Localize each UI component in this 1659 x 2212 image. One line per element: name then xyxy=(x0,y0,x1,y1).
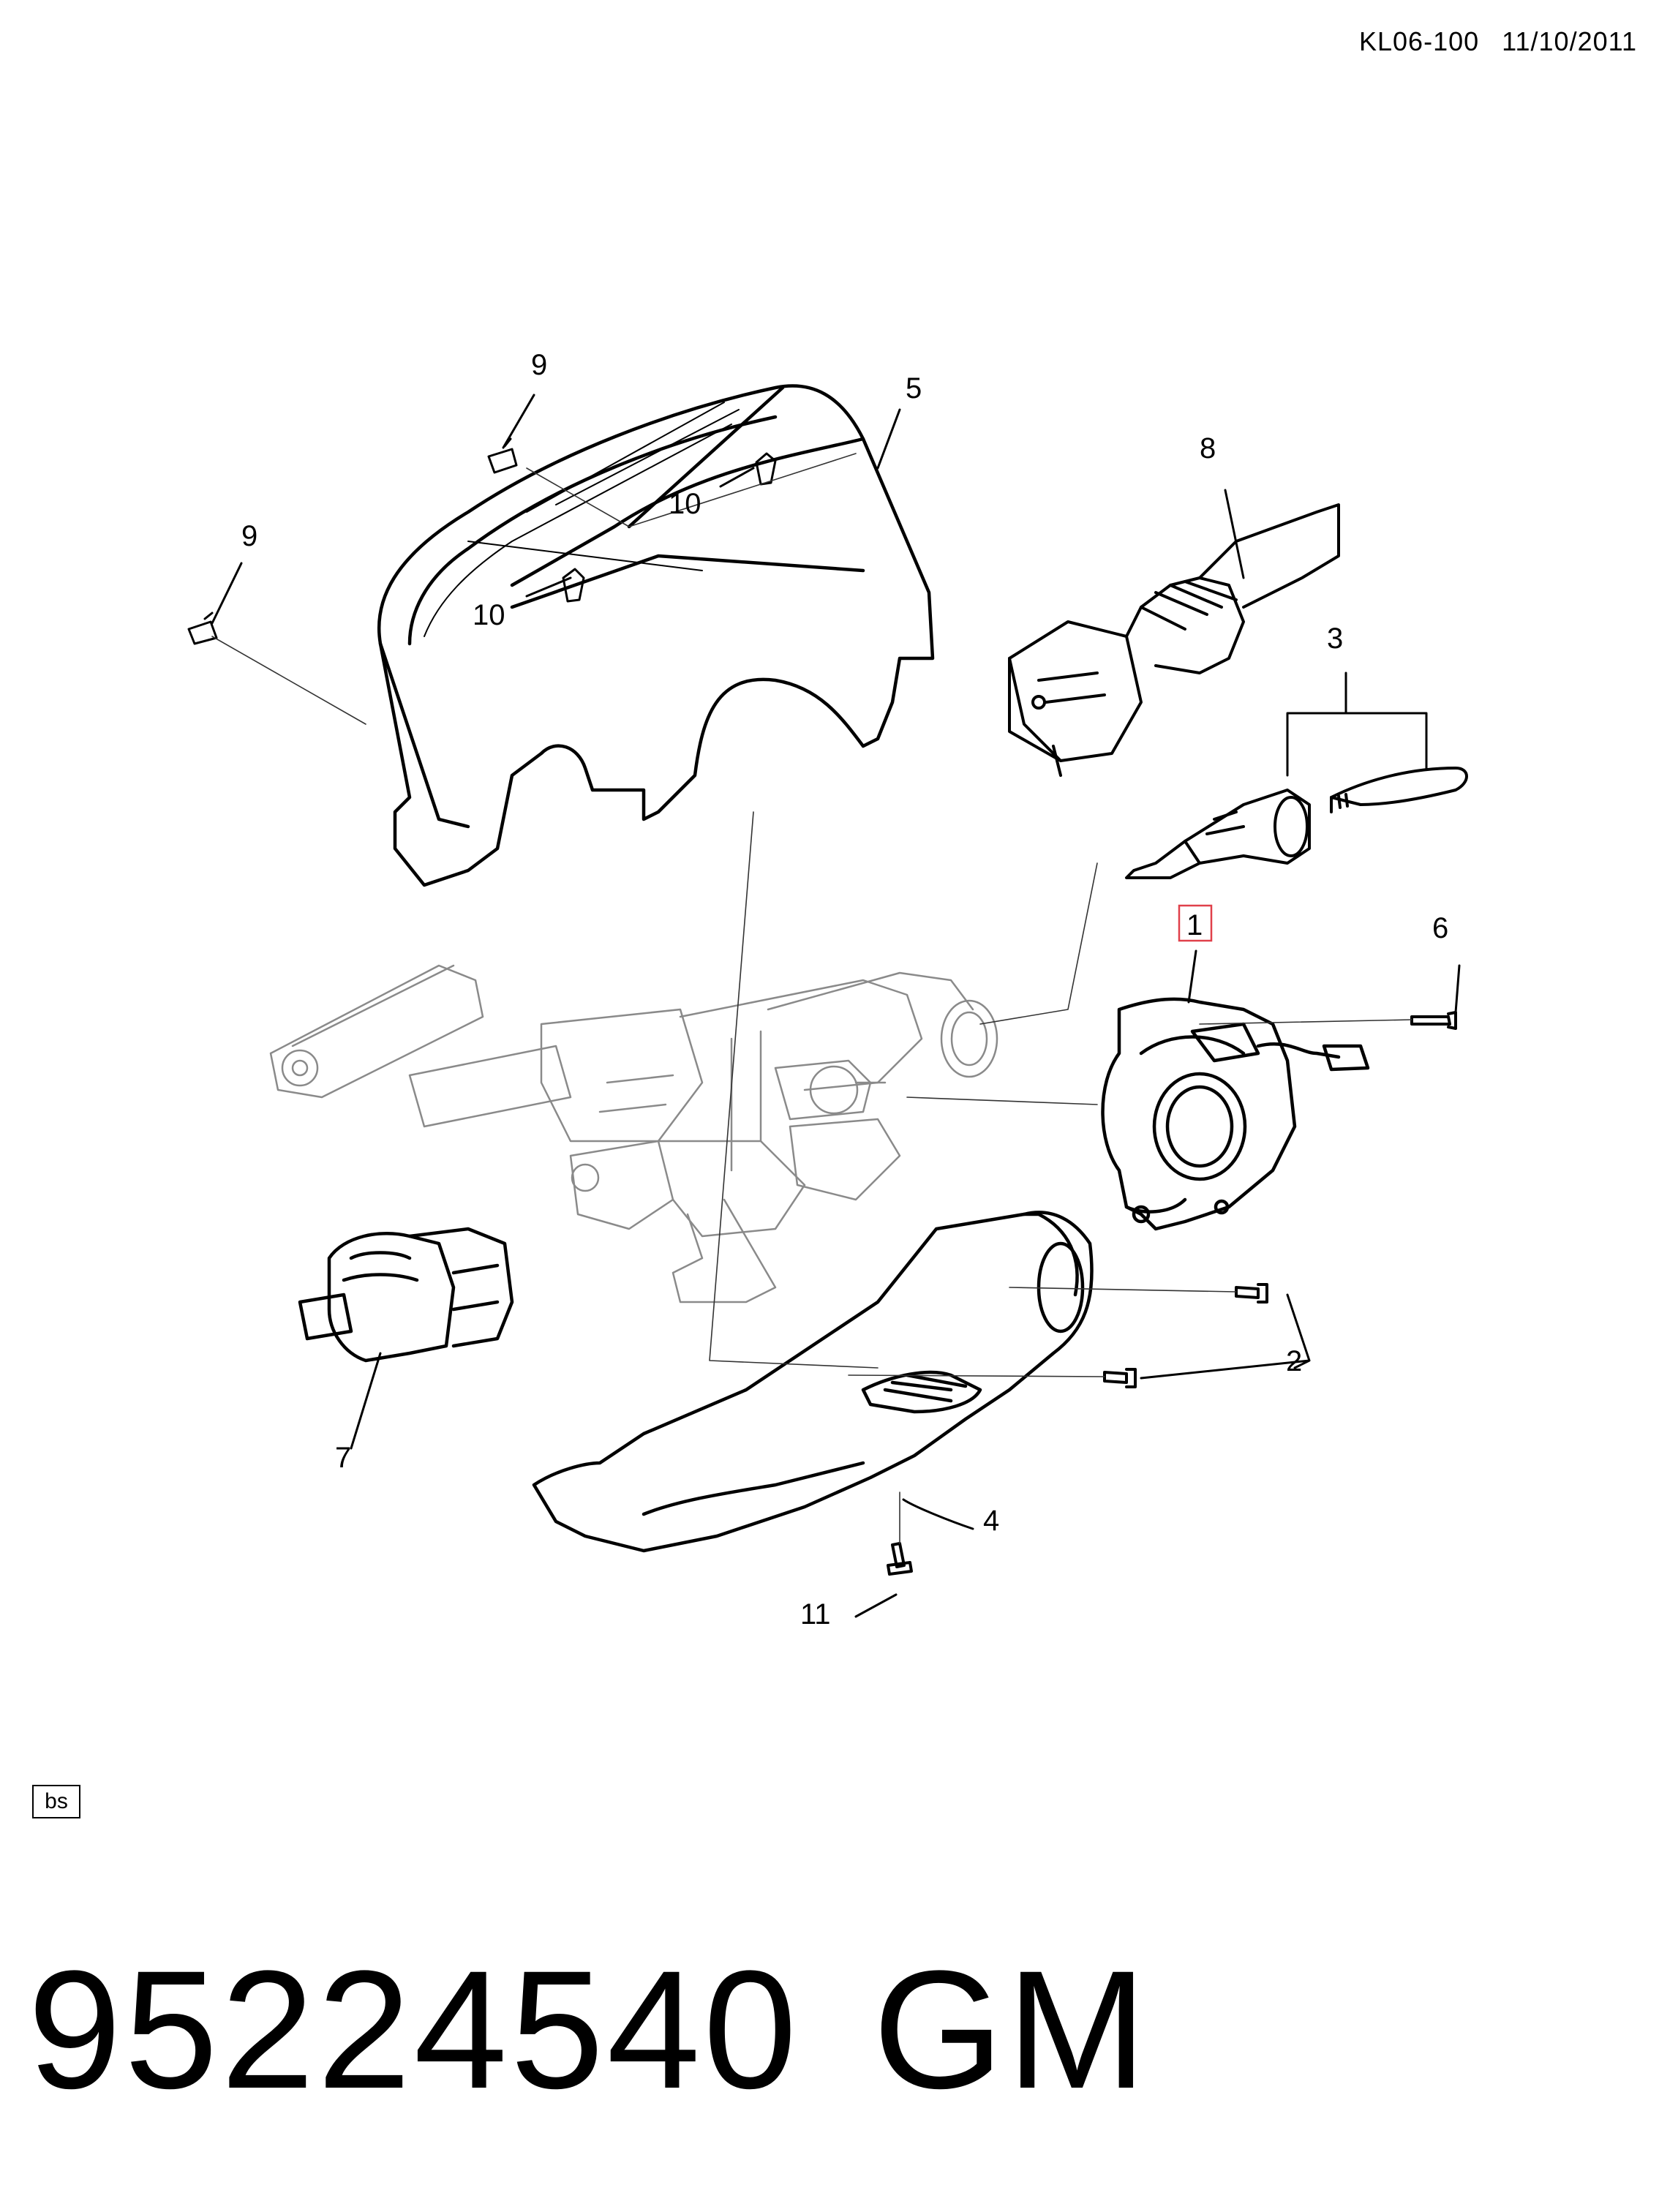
ignition-switch-part-7 xyxy=(298,1227,514,1363)
callout-1: 1 xyxy=(1186,909,1203,941)
screw-part-11 xyxy=(887,1542,913,1576)
callout-2: 2 xyxy=(1286,1345,1302,1377)
callout-labels: 1 2 3 4 5 6 7 8 9 9 10 10 11 xyxy=(241,349,1448,1630)
multifunction-lever-part-8 xyxy=(1008,503,1340,777)
callout-8: 8 xyxy=(1200,432,1216,464)
callout-1-highlight-box xyxy=(1178,904,1213,942)
callout-10-right: 10 xyxy=(669,488,701,520)
clock-spring-part-1 xyxy=(1101,997,1370,1231)
leader-lines xyxy=(211,394,1461,1618)
ignition-key-part-3 xyxy=(1330,767,1468,813)
exploded-parts-diagram: 1 2 3 4 5 6 7 8 9 9 10 10 11 xyxy=(187,349,1468,1630)
screw-part-6 xyxy=(1410,1011,1457,1030)
lock-cylinder-part-3 xyxy=(1125,789,1311,879)
callout-9-top: 9 xyxy=(531,349,547,381)
diagram-code: KL06-100 xyxy=(1359,26,1480,56)
brand-name: GM xyxy=(873,1936,1150,2123)
push-pin-part-10-b xyxy=(562,568,585,603)
trim-cover-linework xyxy=(424,402,740,637)
lower-trim-cover-part-4 xyxy=(532,1211,1094,1553)
bs-tag: bs xyxy=(32,1785,80,1818)
callout-11: 11 xyxy=(800,1598,831,1630)
callout-9-left: 9 xyxy=(241,520,257,552)
callout-4: 4 xyxy=(983,1505,999,1537)
part-number: 95224540 xyxy=(28,1936,800,2123)
callout-7: 7 xyxy=(335,1442,351,1474)
diagram-date: 11/10/2011 xyxy=(1502,26,1637,56)
callout-10-left: 10 xyxy=(473,599,505,631)
diagram-header: KL06-100 11/10/2011 xyxy=(1344,26,1637,57)
screw-part-2-b xyxy=(1103,1368,1137,1388)
callout-6: 6 xyxy=(1432,912,1448,944)
upper-trim-cover-part-5 xyxy=(377,384,935,887)
screw-part-2-a xyxy=(1235,1283,1268,1304)
callout-3: 3 xyxy=(1327,622,1343,655)
clip-part-9-a xyxy=(487,437,518,474)
callout-5: 5 xyxy=(906,372,922,405)
push-pin-part-10-a xyxy=(755,452,777,486)
clip-part-9-b xyxy=(187,612,218,645)
assembly-lines xyxy=(211,453,1412,1544)
steering-column-assembly xyxy=(269,964,998,1304)
